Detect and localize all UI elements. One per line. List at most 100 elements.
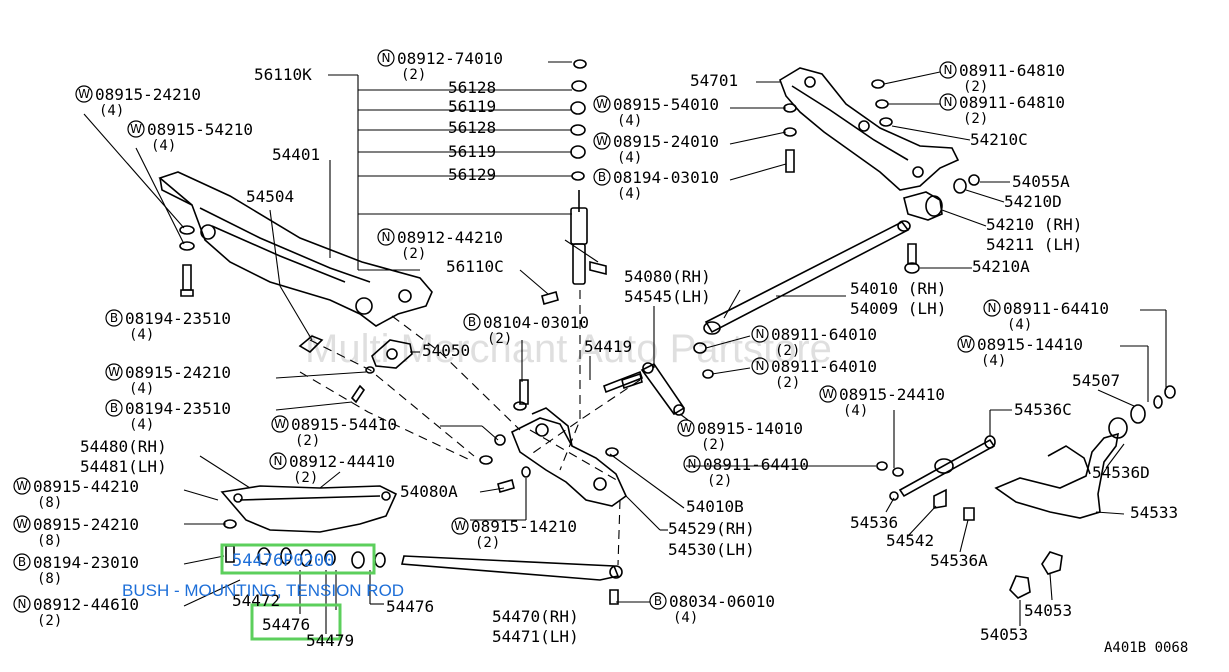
part-label-54010[interactable]: 54010 (RH) xyxy=(850,279,946,298)
prefix-letter: N xyxy=(382,51,391,65)
part-label-54211[interactable]: 54211 (LH) xyxy=(986,235,1082,254)
part-label-54533[interactable]: 54533 xyxy=(1130,503,1178,522)
part-label-54053a[interactable]: 54053 xyxy=(1024,601,1072,620)
part-label-54545[interactable]: 54545(LH) xyxy=(624,287,711,306)
part-label-54080A[interactable]: 54080A xyxy=(400,482,458,501)
part-label-54536A[interactable]: 54536A xyxy=(930,551,988,570)
part-number-text: 54536A xyxy=(930,551,988,570)
part-label-54471[interactable]: 54471(LH) xyxy=(492,627,579,646)
part-label-56128b[interactable]: 56128 xyxy=(448,118,496,137)
quantity-text: (4) xyxy=(617,113,642,129)
part-label-54210D[interactable]: 54210D xyxy=(1004,192,1062,211)
part-label-54507[interactable]: 54507 xyxy=(1072,371,1120,390)
misc-fasteners-center[interactable] xyxy=(479,372,643,493)
part-label-54050[interactable]: 54050 xyxy=(422,341,470,360)
part-label-54529[interactable]: 54529(RH) xyxy=(668,519,755,538)
mount-54050[interactable] xyxy=(371,339,413,369)
washer-nut-stack-left[interactable] xyxy=(179,225,195,297)
part-label-54476a[interactable]: 54476 xyxy=(386,597,434,616)
part-label-54536D[interactable]: 54536D xyxy=(1092,463,1150,482)
part-label-54419[interactable]: 54419 xyxy=(584,337,632,356)
part-number-text: 54507 xyxy=(1072,371,1120,390)
highlight-callout-number[interactable]: 54476 xyxy=(262,615,310,634)
part-label-54010B[interactable]: 54010B xyxy=(686,497,744,516)
rear-crossmember-54401[interactable] xyxy=(158,171,433,327)
part-label-54210C[interactable]: 54210C xyxy=(970,130,1028,149)
highlight-box-54476[interactable] xyxy=(250,603,342,641)
rod-54010[interactable] xyxy=(703,220,911,335)
part-label-54701[interactable]: 54701 xyxy=(690,71,738,90)
bushing-sleeve[interactable] xyxy=(298,335,375,404)
bushing-group-54476[interactable] xyxy=(257,547,386,569)
prefix-circle-icon xyxy=(105,309,123,327)
part-number-text: 54529(RH) xyxy=(668,519,755,538)
part-label-54536[interactable]: 54536 xyxy=(850,513,898,532)
part-label-56128a[interactable]: 56128 xyxy=(448,78,496,97)
part-label-54480[interactable]: 54480(RH) xyxy=(80,437,167,456)
link-rod-54536[interactable] xyxy=(876,435,996,521)
bushing-54210[interactable] xyxy=(903,174,980,274)
upper-arm-54533[interactable] xyxy=(994,385,1176,519)
part-label-56110C[interactable]: 56110C xyxy=(446,257,504,276)
part-label-54210A[interactable]: 54210A xyxy=(972,257,1030,276)
highlight-box-54476P0200[interactable] xyxy=(220,543,376,575)
quantity-text: (2) xyxy=(401,67,426,83)
part-label-54080[interactable]: 54080(RH) xyxy=(624,267,711,286)
part-label-54530[interactable]: 54530(LH) xyxy=(668,540,755,559)
bump-stop-54053[interactable] xyxy=(1009,551,1063,599)
part-label-54542[interactable]: 54542 xyxy=(886,531,934,550)
tension-rod-54470[interactable] xyxy=(400,555,623,605)
part-label-56110K[interactable]: 56110K xyxy=(254,65,312,84)
upper-crossmember-54701[interactable] xyxy=(779,67,960,191)
part-label-56129[interactable]: 56129 xyxy=(448,165,496,184)
part-label-54504[interactable]: 54504 xyxy=(246,187,294,206)
part-label-54055A[interactable]: 54055A xyxy=(1012,172,1070,191)
highlight-part-number[interactable]: 54476P0200 xyxy=(232,551,334,571)
part-label-54470[interactable]: 54470(RH) xyxy=(492,607,579,626)
part-label-56119b[interactable]: 56119 xyxy=(448,142,496,161)
part-label-54210[interactable]: 54210 (RH) xyxy=(986,215,1082,234)
part-label-54481[interactable]: 54481(LH) xyxy=(80,457,167,476)
part-label-54479[interactable]: 54479 xyxy=(306,631,354,650)
part-label-56119a[interactable]: 56119 xyxy=(448,97,496,116)
part-label-54472[interactable]: 54472 xyxy=(232,591,280,610)
reference-code: A401B 0068 xyxy=(1104,640,1188,656)
part-label-54536C[interactable]: 54536C xyxy=(1014,400,1072,419)
part-label-54053b[interactable]: 54053 xyxy=(980,625,1028,644)
quantity-text: (4) xyxy=(99,103,124,119)
quantity-text: (2) xyxy=(37,613,62,629)
part-number-text: 54210A xyxy=(972,257,1030,276)
part-label-54401[interactable]: 54401 xyxy=(272,145,320,164)
part-number-text: 08911-64410 xyxy=(1003,299,1109,318)
lower-control-arm-54529[interactable] xyxy=(510,407,628,507)
part-label-54009[interactable]: 54009 (LH) xyxy=(850,299,946,318)
